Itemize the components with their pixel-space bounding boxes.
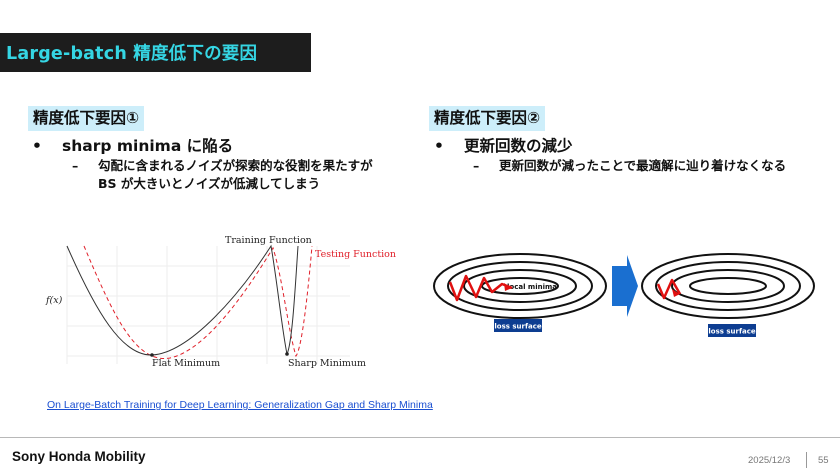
left-path-arrowhead (504, 283, 512, 291)
brand-logo-text: Sony Honda Mobility (12, 449, 146, 464)
sharp-minimum-label: Sharp Minimum (288, 358, 366, 369)
bullet-glyph: • (434, 137, 444, 155)
reference-link[interactable]: On Large-Batch Training for Deep Learnin… (47, 399, 433, 411)
y-axis-label: f(x) (45, 295, 63, 306)
sharp-minimum-point (285, 352, 289, 356)
slide-title: Large-batch 精度低下の要因 (6, 44, 258, 64)
right-cause-tag: 精度低下要因② (429, 106, 546, 131)
title-bar: Large-batch 精度低下の要因 (0, 33, 311, 72)
figure-grid (66, 246, 350, 364)
right-surface-label: loss surface (708, 328, 755, 336)
left-bullet: • sharp minima に陥る (32, 134, 233, 156)
dash-glyph: – (72, 158, 79, 173)
left-sub-text1: 勾配に含まれるノイズが探索的な役割を果たすが (98, 158, 373, 173)
left-sub-line2: BS が大きいとノイズが低減してしまう (98, 176, 321, 191)
right-surface-label-box (708, 324, 756, 337)
footer-separator (806, 452, 807, 468)
right-bullet: • 更新回数の減少 (434, 134, 573, 156)
left-surface-label-box (494, 319, 542, 332)
right-bullet-text: 更新回数の減少 (464, 137, 573, 155)
right-update-path (656, 278, 682, 300)
training-function-curve (66, 244, 299, 356)
testing-function-label: Testing Function (315, 249, 396, 260)
dash-glyph: – (473, 158, 480, 173)
bullet-glyph: • (32, 137, 42, 155)
right-path-arrowhead (672, 289, 680, 297)
left-update-path (448, 274, 513, 302)
minima-figure: Training Function Testing Function f(x) … (45, 235, 396, 369)
page-number: 55 (818, 455, 829, 466)
footer-divider (0, 437, 840, 438)
loss-surface-figure: local minima loss surface loss surface (433, 253, 815, 337)
local-minima-label: local minima (507, 283, 557, 291)
right-sub-line: – 更新回数が減ったことで最適解に辿り着けなくなる (473, 157, 786, 175)
testing-function-curve (83, 245, 313, 359)
left-surface-label: loss surface (494, 323, 541, 331)
training-function-label: Training Function (225, 235, 312, 246)
left-cause-tag: 精度低下要因① (28, 106, 145, 131)
right-contours (641, 253, 815, 319)
right-sub-text: 更新回数が減ったことで最適解に辿り着けなくなる (499, 158, 787, 173)
footer-date: 2025/12/3 (748, 455, 791, 466)
left-bullet-text: sharp minima に陥る (62, 137, 234, 155)
transition-arrow (612, 255, 638, 317)
left-sub-line1: – 勾配に含まれるノイズが探索的な役割を果たすが (72, 157, 373, 175)
flat-minimum-label: Flat Minimum (152, 358, 220, 369)
left-contours (433, 253, 607, 319)
flat-minimum-point (150, 353, 154, 357)
